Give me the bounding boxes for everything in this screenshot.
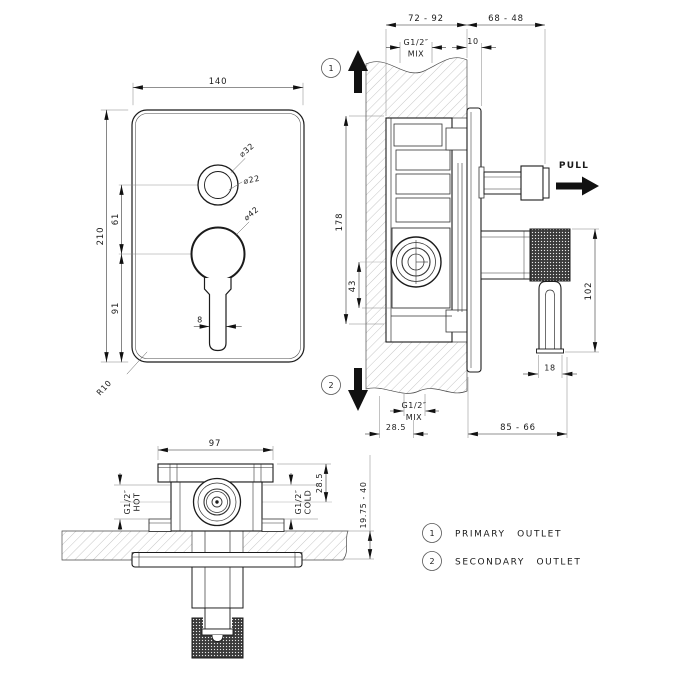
faceplate-section — [466, 107, 482, 373]
up-arrow-icon — [348, 50, 368, 93]
dim-knob-inner-dia: ⌀22 — [243, 174, 261, 186]
lever-section — [538, 280, 562, 352]
marker-primary-number: 1 — [328, 64, 333, 73]
knurled-grip — [529, 228, 571, 282]
handle-hub-bottom-view — [191, 566, 244, 609]
lever-tab-tip — [211, 634, 224, 642]
pull-knob-end — [542, 167, 550, 199]
body-lug-left — [148, 518, 172, 532]
dim-stem-width: 8 — [197, 316, 203, 325]
leader-line — [230, 158, 246, 173]
port-center-dot — [215, 500, 219, 504]
pull-label: PULL — [559, 161, 589, 171]
label-hot-thread: G1/2″ — [123, 489, 132, 514]
legend-marker-2-circle — [422, 551, 442, 571]
valve-fin — [395, 173, 451, 195]
pull-stem — [483, 171, 522, 195]
dim-wall-thickness: 19.75 - 40 — [359, 481, 368, 528]
pull-arrow-icon — [556, 176, 599, 196]
section-view: PULL 1 2 72 - 92 68 - 48 G1/2″ MIX — [321, 14, 599, 438]
pull-collar — [478, 166, 485, 199]
label-mix-bottom-thread: G1/2″ — [401, 401, 426, 410]
dim-plate-thickness: 10 — [467, 37, 478, 46]
dim-corner-radius: R10 — [95, 378, 114, 397]
dim-handle-height: 102 — [584, 282, 594, 301]
legend-marker-2-number: 2 — [429, 557, 434, 566]
marker-secondary-number: 2 — [328, 381, 333, 390]
dim-lever-offset: 91 — [111, 302, 121, 314]
leader-line — [235, 221, 250, 236]
label-mix-top-name: MIX — [408, 50, 425, 59]
dim-lever-width: 18 — [544, 364, 555, 373]
valve-top-block — [393, 123, 443, 147]
dim-outlet-offset: 43 — [348, 280, 358, 292]
label-cold-thread: G1/2″ — [294, 489, 303, 514]
legend-label-primary-outlet: PRIMARY OUTLET — [455, 530, 562, 540]
body-lug-right — [261, 518, 285, 532]
label-cold-name: COLD — [304, 490, 313, 515]
leader-line — [126, 351, 148, 375]
handle-hub — [480, 230, 531, 280]
pull-knob-cap — [520, 165, 544, 201]
marker-primary-circle — [321, 58, 341, 78]
dim-knob-offset: 61 — [111, 213, 121, 225]
dim-front-height: 210 — [96, 227, 106, 246]
mount-bracket-top — [445, 127, 468, 151]
dim-body-width: 97 — [209, 439, 221, 449]
down-arrow-icon — [348, 368, 368, 411]
dim-front-width: 140 — [209, 77, 228, 87]
valve-fin — [395, 149, 451, 171]
valve-fin — [395, 197, 451, 223]
bottom-view: 97 G1/2″ HOT G1/2″ COLD 28.5 19.75 - 40 — [61, 439, 374, 659]
legend-label-secondary-outlet: SECONDARY OUTLET — [455, 558, 581, 568]
lever-tab-flange — [201, 628, 234, 636]
lever-boss — [190, 226, 246, 282]
label-hot-name: HOT — [133, 493, 142, 512]
front-plate-inner-edge — [135, 113, 301, 359]
diverter-knob-inner — [204, 171, 232, 199]
leader-line — [228, 181, 243, 191]
front-view: 140 210 61 91 8 ⌀32 ⌀22 ⌀42 R10 — [95, 77, 305, 397]
dim-port-offset: 28.5 — [315, 473, 324, 493]
legend-marker-1-number: 1 — [429, 529, 434, 538]
label-mix-top-thread: G1/2″ — [403, 38, 428, 47]
label-mix-bottom-name: MIX — [406, 413, 423, 422]
lever-tip — [536, 348, 564, 354]
marker-secondary-circle — [321, 375, 341, 395]
mount-bracket-bottom — [445, 309, 468, 333]
lever-inner-line — [545, 289, 555, 351]
dim-rough-in: 72 - 92 — [408, 14, 444, 24]
lever-handle — [203, 277, 232, 352]
dim-handle-depth: 85 - 66 — [500, 423, 536, 433]
legend-marker-1-circle — [422, 523, 442, 543]
faceplate-bottom-view — [131, 551, 303, 568]
dim-body-height: 178 — [335, 213, 345, 232]
legend: 1 PRIMARY OUTLET 2 SECONDARY OUTLET — [422, 523, 581, 571]
dim-mix-bottom-offset: 28.5 — [386, 423, 406, 432]
lever-tab — [204, 607, 231, 630]
dim-protrusion: 68 - 48 — [488, 14, 524, 24]
